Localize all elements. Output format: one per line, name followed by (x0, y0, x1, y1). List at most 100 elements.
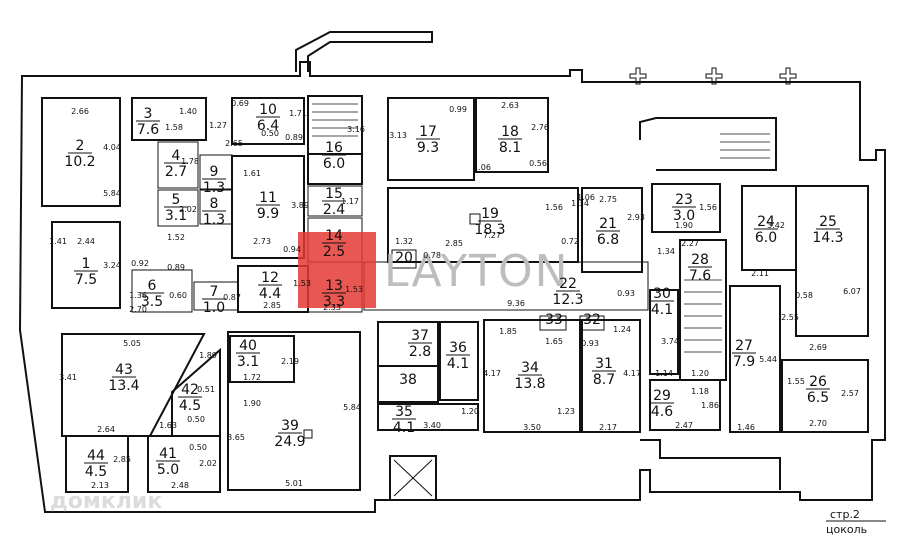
dimension-label: 0.93 (617, 289, 635, 298)
dimension-label: 3.13 (389, 131, 407, 140)
dimension-label: 3.42 (767, 221, 785, 230)
room-26-outline (781, 359, 869, 433)
dimension-label: 0.89 (285, 133, 303, 142)
room-24-number: 24 (757, 214, 775, 230)
dimension-label: 1.06 (473, 163, 491, 172)
room-30-number: 30 (653, 286, 671, 302)
room-22-area: 12.3 (552, 292, 583, 308)
dimension-label: 1.71 (289, 109, 307, 118)
room-21-number: 21 (599, 216, 617, 232)
dimension-label: 0.78 (423, 251, 441, 260)
dimension-label: 1.23 (557, 407, 575, 416)
dimension-label: 2.85 (263, 301, 281, 310)
room-21-area: 6.8 (597, 232, 619, 248)
dimension-label: 1.86 (701, 401, 719, 410)
layton-logo-icon (298, 232, 376, 308)
room-2-number: 2 (76, 138, 85, 154)
room-6-outline (131, 269, 193, 313)
dimension-label: 0.94 (283, 245, 301, 254)
room-38-number: 38 (399, 372, 417, 388)
room-30-area: 4.1 (651, 302, 673, 318)
room-10-number: 10 (259, 102, 277, 118)
dimension-label: 0.89 (167, 263, 185, 272)
dimension-label: 2.02 (179, 205, 197, 214)
dimension-label: 2.85 (445, 239, 463, 248)
dimension-label: 0.72 (561, 237, 579, 246)
room-4-area: 2.7 (165, 164, 187, 180)
room-36-outline (439, 321, 479, 401)
sheet-page-label: стр.2 (830, 508, 860, 521)
room-18-number: 18 (501, 124, 519, 140)
entrance-porch (295, 31, 433, 72)
room-27-outline (729, 285, 781, 433)
layton-watermark: LAYTON (298, 232, 568, 308)
dimension-label: 1.52 (167, 233, 185, 242)
dimension-label: 2.55 (781, 313, 799, 322)
room-1-number: 1 (82, 256, 91, 272)
dimension-label: 1.36 (129, 291, 147, 300)
room-12-number: 12 (261, 270, 279, 286)
dimension-label: 0.87 (223, 293, 241, 302)
column-19 (469, 213, 481, 225)
room-25-area: 14.3 (812, 230, 843, 246)
room-6-number: 6 (148, 278, 157, 294)
outer-wall (18, 61, 886, 513)
room-9-number: 9 (210, 164, 219, 180)
dimension-label: 2.17 (599, 423, 617, 432)
dimension-label: 3.40 (423, 421, 441, 430)
dimension-label: 1.85 (499, 327, 517, 336)
domclick-watermark: домклик (50, 489, 162, 514)
dimension-label: 2.76 (531, 123, 549, 132)
room-11-outline (231, 155, 305, 259)
room-24-area: 6.0 (755, 230, 777, 246)
room-5-number: 5 (172, 192, 181, 208)
room-5-area: 3.1 (165, 208, 187, 224)
dimension-label: 4.04 (103, 143, 121, 152)
room-31-outline (581, 319, 641, 433)
room-35-outline (377, 403, 479, 431)
room-36-number: 36 (449, 340, 467, 356)
room-41-area: 5.0 (157, 462, 179, 478)
dimension-label: 0.51 (197, 385, 215, 394)
dimension-label: 0.60 (169, 291, 187, 300)
dimension-label: 2.93 (627, 213, 645, 222)
room-19-area: 18.3 (474, 222, 505, 238)
room-31-number: 31 (595, 356, 613, 372)
dimension-label: 2.02 (199, 459, 217, 468)
dimension-label: 5.01 (285, 479, 303, 488)
room-32-outline (579, 315, 605, 331)
dimension-label: 0.92 (131, 259, 149, 268)
dimension-label: 2.66 (71, 107, 89, 116)
dimension-label: 0.69 (231, 99, 249, 108)
room-40-area: 3.1 (237, 354, 259, 370)
dimension-label: 2.33 (323, 303, 341, 312)
room-39-number: 39 (281, 418, 299, 434)
room-4-number: 4 (172, 148, 181, 164)
dimension-label: 0.50 (187, 415, 205, 424)
room-14-number: 14 (325, 228, 343, 244)
room-18-outline (475, 97, 549, 173)
stair-east-upper-treads (720, 133, 770, 159)
dimension-label: 1.90 (675, 221, 693, 230)
room-27-area: 7.9 (733, 354, 755, 370)
dimension-label: 1.90 (243, 399, 261, 408)
room-44-outline (65, 435, 129, 493)
room-39-outline (227, 331, 361, 491)
room-33-outline (539, 315, 567, 331)
room-1-outline (51, 221, 121, 309)
dimension-label: 1.78 (181, 157, 199, 166)
room-15-outline (307, 185, 363, 217)
room-25-number: 25 (819, 214, 837, 230)
dimension-label: 1.32 (395, 237, 413, 246)
dimension-label: 1.65 (545, 337, 563, 346)
dimension-label: 2.13 (91, 481, 109, 490)
dimension-label: 1.20 (461, 407, 479, 416)
dimension-label: 1.41 (49, 237, 67, 246)
dimension-label: 5.84 (103, 189, 121, 198)
dimension-label: 3.89 (291, 201, 309, 210)
dimension-label: 0.93 (581, 339, 599, 348)
room-15-number: 15 (325, 186, 343, 202)
room-34-number: 34 (521, 360, 539, 376)
